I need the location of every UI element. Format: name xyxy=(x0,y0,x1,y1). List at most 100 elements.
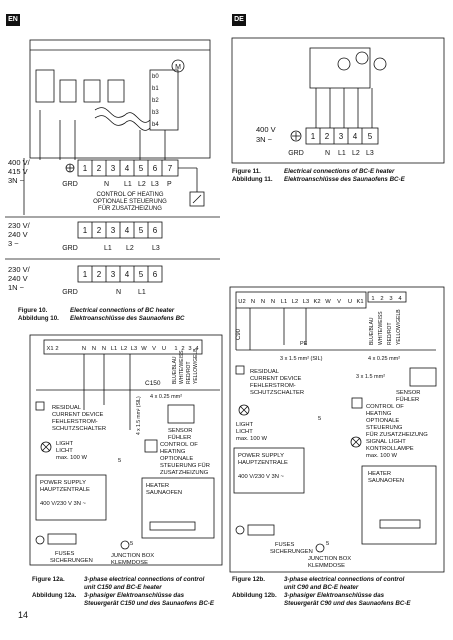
svg-text:FÜHLER: FÜHLER xyxy=(168,434,191,441)
svg-text:ZUSATZHEIZUNG: ZUSATZHEIZUNG xyxy=(160,470,209,476)
svg-text:4 x 0.25 mm²: 4 x 0.25 mm² xyxy=(368,356,400,362)
svg-text:L2: L2 xyxy=(121,346,127,352)
svg-text:1N ~: 1N ~ xyxy=(8,283,25,292)
svg-text:2: 2 xyxy=(55,346,58,352)
svg-text:C150: C150 xyxy=(145,380,161,387)
svg-text:6: 6 xyxy=(153,270,158,279)
svg-text:SENSOR: SENSOR xyxy=(168,428,192,434)
svg-text:1: 1 xyxy=(83,164,88,173)
svg-text:JUNCTION BOX: JUNCTION BOX xyxy=(308,556,351,562)
svg-text:K1: K1 xyxy=(356,299,363,305)
svg-text:HEATER: HEATER xyxy=(368,471,391,477)
svg-text:GRD: GRD xyxy=(62,289,78,296)
svg-text:U: U xyxy=(348,299,352,305)
svg-text:L2: L2 xyxy=(126,245,134,252)
svg-text:3 x 1.5 mm² (SIL): 3 x 1.5 mm² (SIL) xyxy=(280,356,323,362)
figure-11-caption: Figure 11.Electrical connections of BC-E… xyxy=(232,168,405,183)
svg-text:YELLOW/GELB: YELLOW/GELB xyxy=(193,348,199,384)
svg-text:1: 1 xyxy=(83,226,88,235)
svg-text:FEHLERSTROM-: FEHLERSTROM- xyxy=(250,383,296,389)
svg-text:max. 100 W: max. 100 W xyxy=(236,436,267,442)
figure-12b-diagram: U2 N N N L1 L2 L3 K2 W V U K1 1 2 3 4 BL… xyxy=(229,286,445,573)
svg-text:SAUNAOFEN: SAUNAOFEN xyxy=(368,478,404,484)
svg-text:L3: L3 xyxy=(131,346,137,352)
terminal-block-7: 1 2 3 4 5 6 7 xyxy=(77,159,179,177)
svg-text:BLUE/BLAU: BLUE/BLAU xyxy=(369,317,375,345)
svg-text:HEATING: HEATING xyxy=(366,411,392,417)
svg-text:KLEMMDOSE: KLEMMDOSE xyxy=(308,563,345,569)
svg-text:C90: C90 xyxy=(236,328,242,340)
svg-text:7: 7 xyxy=(168,164,173,173)
svg-text:4: 4 xyxy=(353,132,358,141)
svg-text:L1: L1 xyxy=(138,289,146,296)
svg-text:CURRENT DEVICE: CURRENT DEVICE xyxy=(250,376,302,382)
svg-text:5: 5 xyxy=(368,132,373,141)
svg-text:SCHUTZSCHALTER: SCHUTZSCHALTER xyxy=(52,426,106,432)
svg-text:W: W xyxy=(325,299,331,305)
svg-text:1: 1 xyxy=(174,346,177,352)
svg-text:L3: L3 xyxy=(303,299,309,305)
svg-text:2: 2 xyxy=(380,296,383,302)
svg-text:L3: L3 xyxy=(152,245,160,252)
svg-text:LIGHT: LIGHT xyxy=(236,422,254,428)
svg-text:U2: U2 xyxy=(238,299,245,305)
svg-text:FÜR ZUSATZHEIZUNG: FÜR ZUSATZHEIZUNG xyxy=(366,431,428,438)
svg-text:POWER SUPPLY: POWER SUPPLY xyxy=(238,453,284,459)
svg-text:FUSES: FUSES xyxy=(275,542,294,548)
figure-10-caption: Figure 10.Electrical connections of BC h… xyxy=(18,307,185,322)
svg-text:KLEMMDOSE: KLEMMDOSE xyxy=(111,560,148,566)
svg-text:4 x 1.5 mm² (SIL): 4 x 1.5 mm² (SIL) xyxy=(136,396,142,435)
svg-text:L2: L2 xyxy=(352,150,360,157)
svg-text:K2: K2 xyxy=(313,299,320,305)
svg-text:U: U xyxy=(162,346,166,352)
svg-text:230 V/: 230 V/ xyxy=(8,265,31,274)
svg-text:RED/ROT: RED/ROT xyxy=(186,362,192,385)
svg-text:4: 4 xyxy=(125,164,130,173)
svg-text:b1: b1 xyxy=(152,86,159,92)
svg-text:N: N xyxy=(104,181,109,188)
svg-text:N: N xyxy=(261,299,265,305)
svg-text:2: 2 xyxy=(97,226,102,235)
svg-text:SCHUTZSCHALTER: SCHUTZSCHALTER xyxy=(250,390,304,396)
svg-text:KONTROLLAMPE: KONTROLLAMPE xyxy=(366,446,414,452)
svg-text:4: 4 xyxy=(125,270,130,279)
svg-text:YELLOW/GELB: YELLOW/GELB xyxy=(396,309,402,345)
svg-text:400 V/230 V 3N ~: 400 V/230 V 3N ~ xyxy=(40,501,87,507)
svg-text:POWER SUPPLY: POWER SUPPLY xyxy=(40,480,86,486)
svg-text:STEUERUNG FÜR: STEUERUNG FÜR xyxy=(160,462,210,469)
svg-text:CONTROL OF: CONTROL OF xyxy=(160,442,198,448)
svg-text:M: M xyxy=(175,64,181,71)
svg-text:L3: L3 xyxy=(151,181,159,188)
svg-text:b0: b0 xyxy=(152,74,159,80)
svg-text:N: N xyxy=(92,346,96,352)
svg-text:3: 3 xyxy=(188,346,191,352)
svg-text:LICHT: LICHT xyxy=(236,429,253,435)
svg-text:GRD: GRD xyxy=(288,150,304,157)
svg-text:5: 5 xyxy=(318,416,321,422)
svg-text:GRD: GRD xyxy=(62,245,78,252)
svg-text:W: W xyxy=(141,346,147,352)
svg-text:SENSOR: SENSOR xyxy=(396,390,420,396)
svg-text:SICHERUNGEN: SICHERUNGEN xyxy=(270,549,313,555)
svg-text:FEHLERSTROM-: FEHLERSTROM- xyxy=(52,419,98,425)
svg-text:400 V/230 V 3N ~: 400 V/230 V 3N ~ xyxy=(238,474,285,480)
svg-text:240 V: 240 V xyxy=(8,274,28,283)
svg-text:FUSES: FUSES xyxy=(55,551,74,557)
svg-text:max. 100 W: max. 100 W xyxy=(366,453,397,459)
svg-text:max. 100 W: max. 100 W xyxy=(56,455,87,461)
svg-text:N: N xyxy=(271,299,275,305)
svg-text:L2: L2 xyxy=(292,299,298,305)
svg-text:1: 1 xyxy=(371,296,374,302)
svg-text:240 V: 240 V xyxy=(8,230,28,239)
svg-text:STEUERUNG: STEUERUNG xyxy=(366,425,403,431)
svg-text:5: 5 xyxy=(326,541,329,547)
svg-text:400 V: 400 V xyxy=(256,125,276,134)
svg-text:2: 2 xyxy=(97,164,102,173)
svg-text:230 V/: 230 V/ xyxy=(8,221,31,230)
svg-text:N: N xyxy=(116,289,121,296)
svg-text:b2: b2 xyxy=(152,98,159,104)
svg-text:4: 4 xyxy=(195,346,199,352)
svg-text:b4: b4 xyxy=(152,122,159,128)
svg-text:400 V/: 400 V/ xyxy=(8,158,31,167)
svg-text:BLUE/BLAU: BLUE/BLAU xyxy=(172,356,178,384)
